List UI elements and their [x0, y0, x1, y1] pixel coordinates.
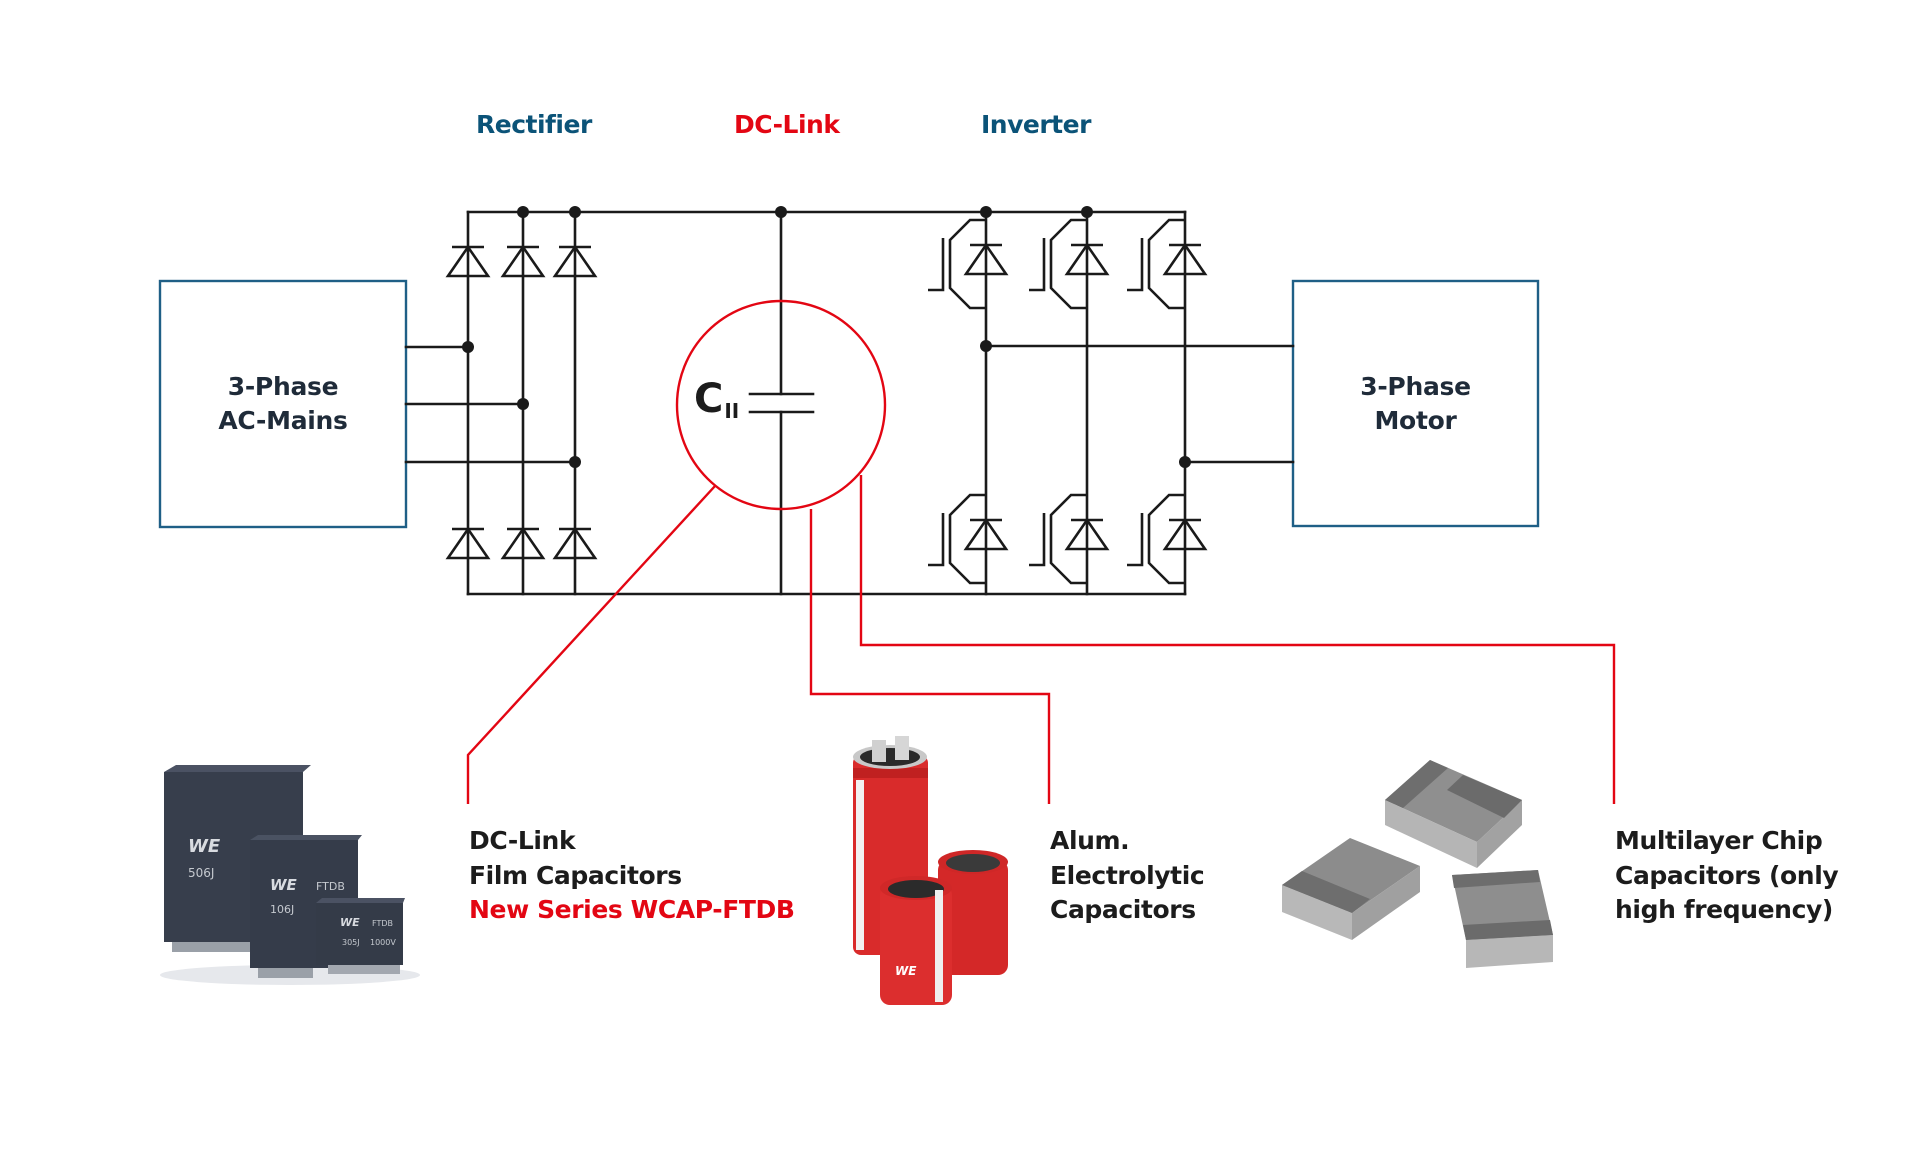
junction-dot — [1179, 456, 1191, 468]
description-line: Capacitors — [1050, 895, 1196, 924]
junction-dot — [517, 398, 529, 410]
dc-link-highlight-circle — [675, 299, 887, 511]
igbt-symbol — [1029, 218, 1110, 310]
diode-symbol — [500, 526, 546, 560]
marking-1000v: 1000V — [370, 938, 396, 947]
junction-dot — [980, 206, 992, 218]
ac-mains-label-line2: AC-Mains — [218, 406, 348, 435]
igbt-symbol — [1029, 493, 1110, 585]
diode-symbol — [445, 526, 491, 560]
motor-label-line1: 3-Phase — [1360, 372, 1471, 401]
capacitor-symbol-subscript: II — [724, 399, 740, 423]
section-label-rectifier: Rectifier — [476, 110, 592, 139]
description-line: Multilayer Chip — [1615, 826, 1823, 855]
diode-symbol — [445, 244, 491, 278]
junction-dot — [569, 206, 581, 218]
we-logo-large: WE — [188, 836, 221, 857]
description-line: high frequency) — [1615, 895, 1833, 924]
leader-line-film — [466, 485, 716, 804]
film-capacitors-photo: WE 506J WE FTDB 106J WE FTDB 305J 1000V — [160, 765, 420, 985]
marking-ftdb-small: FTDB — [372, 919, 393, 928]
marking-ftdb: FTDB — [316, 880, 345, 893]
description-line: Electrolytic — [1050, 860, 1205, 890]
motor-label-line2: Motor — [1374, 406, 1457, 435]
freewheel-diode — [1064, 517, 1110, 551]
description-line: Film Capacitors — [469, 860, 682, 890]
leader-line-mlcc — [859, 475, 1616, 804]
ac-mains-label-line1: 3-Phase — [227, 372, 339, 401]
diode-symbol — [500, 244, 546, 278]
junction-dot — [1081, 206, 1093, 218]
marking-106j: 106J — [270, 903, 294, 916]
inverter-igbts — [928, 218, 1208, 585]
we-logo-medium: WE — [270, 876, 298, 894]
igbt-symbol — [1127, 218, 1208, 310]
freewheel-diode — [1162, 242, 1208, 276]
section-label-inverter: Inverter — [981, 110, 1091, 139]
electrolytic-capacitors-description: Alum. Electrolytic Capacitors — [1050, 824, 1205, 928]
description-line: Capacitors (only — [1615, 860, 1839, 890]
igbt-symbol — [928, 493, 1009, 585]
marking-506j: 506J — [188, 866, 214, 880]
diode-symbol — [552, 526, 598, 560]
leader-line-electrolytic — [809, 509, 1051, 804]
we-logo-small: WE — [340, 916, 360, 929]
capacitor-symbol-label: CII — [694, 376, 740, 423]
freewheel-diode — [1064, 242, 1110, 276]
junction-dot — [517, 206, 529, 218]
diode-symbol — [552, 244, 598, 278]
junction-dot — [775, 206, 787, 218]
description-line: Alum. — [1050, 826, 1130, 855]
motor-label: 3-Phase Motor — [1293, 370, 1538, 438]
freewheel-diode — [963, 242, 1009, 276]
igbt-symbol — [928, 218, 1009, 310]
motor-block — [1291, 279, 1540, 528]
section-label-dc-link: DC-Link — [734, 110, 840, 139]
igbt-symbol — [1127, 493, 1208, 585]
junction-dot — [980, 340, 992, 352]
mlcc-description: Multilayer Chip Capacitors (only high fr… — [1615, 824, 1839, 928]
film-capacitors-description: DC-Link Film Capacitors New Series WCAP-… — [469, 824, 795, 928]
mlcc-photo — [1282, 760, 1553, 968]
we-logo-electrolytic: WE — [895, 964, 917, 978]
electrolytic-capacitors-photo: WE — [853, 736, 1008, 1005]
new-series-highlight: New Series WCAP-FTDB — [469, 895, 795, 924]
freewheel-diode — [1162, 517, 1208, 551]
marking-305j: 305J — [342, 938, 360, 947]
description-line: DC-Link — [469, 826, 576, 855]
ac-mains-label: 3-Phase AC-Mains — [160, 370, 406, 438]
capacitor-symbol-letter: C — [694, 376, 724, 422]
freewheel-diode — [963, 517, 1009, 551]
junction-dot — [462, 341, 474, 353]
junction-dot — [569, 456, 581, 468]
rectifier-diodes — [445, 244, 598, 560]
junction-dots — [462, 206, 1191, 468]
